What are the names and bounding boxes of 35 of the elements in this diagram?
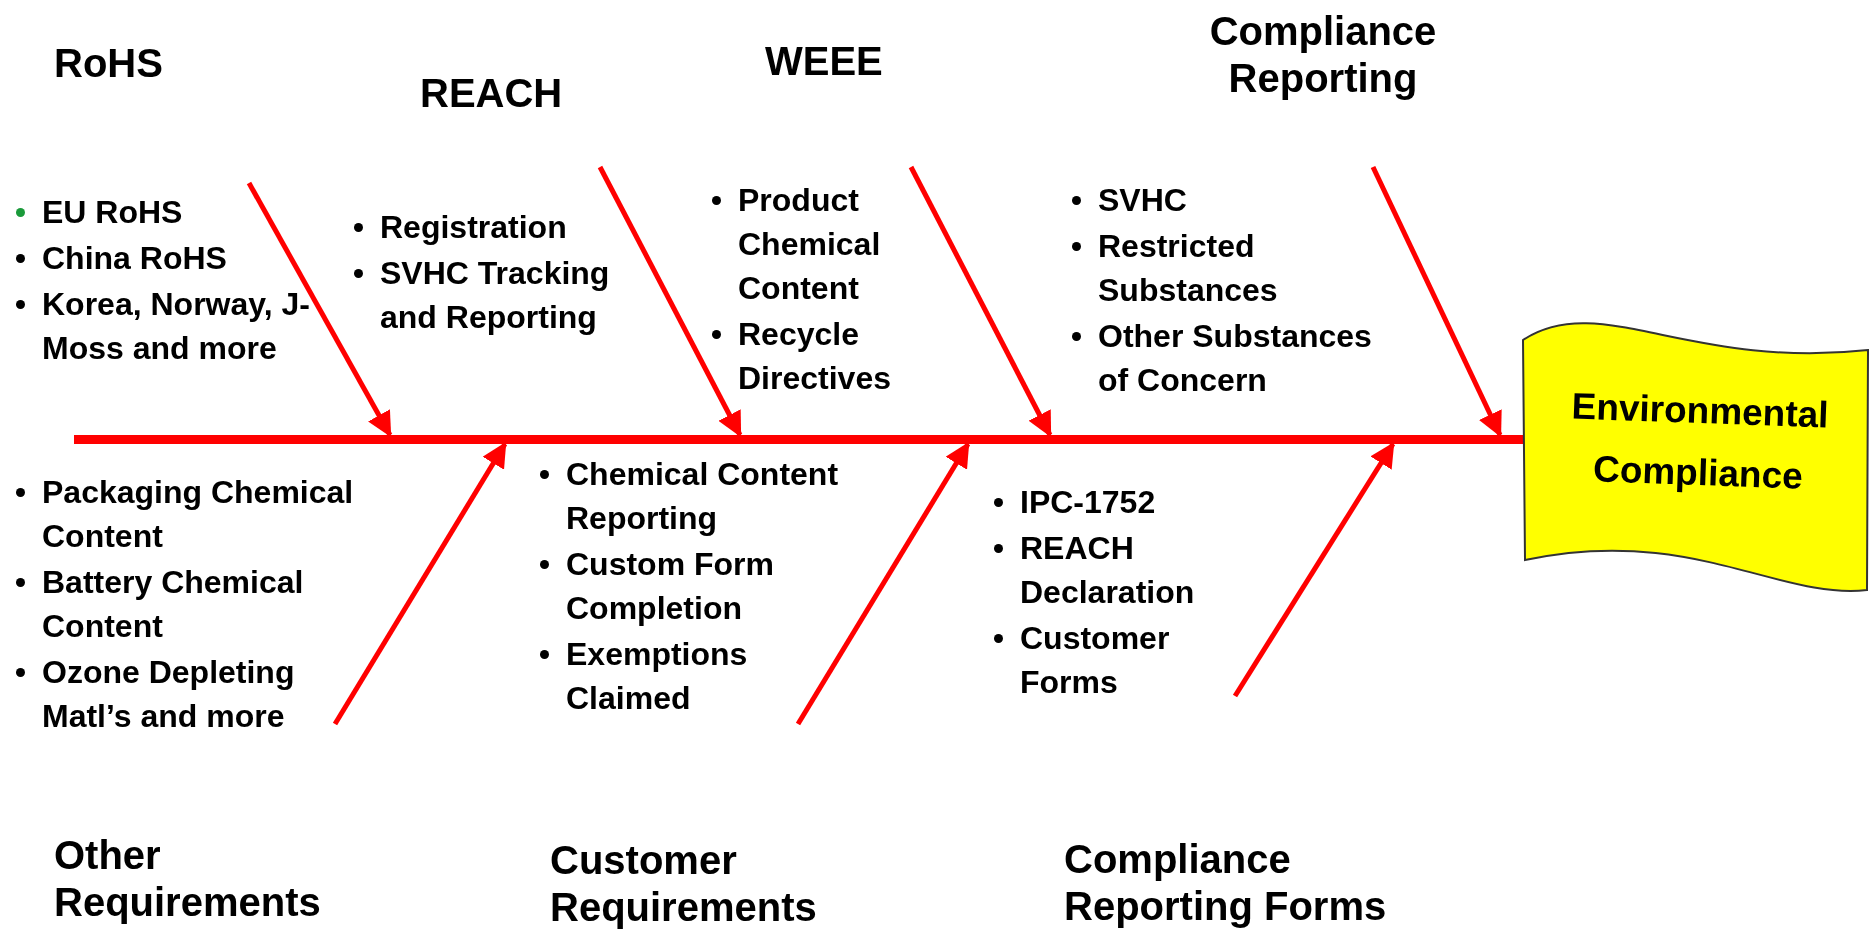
- list-item: Custom Form Completion: [536, 542, 896, 630]
- category-heading: REACH: [420, 70, 564, 117]
- list-item: Korea, Norway, J-Moss and more: [12, 282, 312, 370]
- list-item: EU RoHS: [12, 190, 312, 234]
- arrow: [597, 165, 743, 438]
- list-item: SVHC: [1068, 178, 1398, 222]
- arrow: [246, 181, 393, 438]
- list-item: Restricted Substances: [1068, 224, 1398, 312]
- category-heading: WEEE: [765, 38, 884, 85]
- arrow: [795, 441, 971, 726]
- list-item: Ozone Depleting Matl’s and more: [12, 650, 357, 738]
- list-item: China RoHS: [12, 236, 312, 280]
- list-item: Recycle Directives: [708, 312, 968, 400]
- arrow: [332, 441, 508, 726]
- list-item: Packaging Chemical Content: [12, 470, 357, 558]
- list-item: SVHC Tracking and Reporting: [350, 251, 660, 339]
- list-item: Battery Chemical Content: [12, 560, 357, 648]
- category-heading: RoHS: [54, 40, 164, 87]
- list-item: REACH Declaration: [990, 526, 1230, 614]
- category-heading: Customer Requirements: [550, 837, 818, 931]
- arrow: [1370, 165, 1503, 438]
- banner-text: Environmental Compliance: [1569, 384, 1831, 499]
- spine-bar: [74, 435, 1523, 444]
- category-heading: Other Requirements: [54, 832, 322, 926]
- list-item: IPC-1752: [990, 480, 1230, 524]
- list-item: Registration: [350, 205, 660, 249]
- list-item: Other Substances of Concern: [1068, 314, 1398, 402]
- list-item: Product Chemical Content: [708, 178, 968, 310]
- arrow: [908, 165, 1053, 438]
- arrow: [1232, 441, 1396, 698]
- list-item: Exemptions Claimed: [536, 632, 816, 720]
- list-item: Chemical Content Reporting: [536, 452, 896, 540]
- category-heading: Compliance Reporting Forms: [1064, 836, 1388, 930]
- list-item: Customer Forms: [990, 616, 1230, 704]
- category-heading: Compliance Reporting: [1208, 8, 1438, 102]
